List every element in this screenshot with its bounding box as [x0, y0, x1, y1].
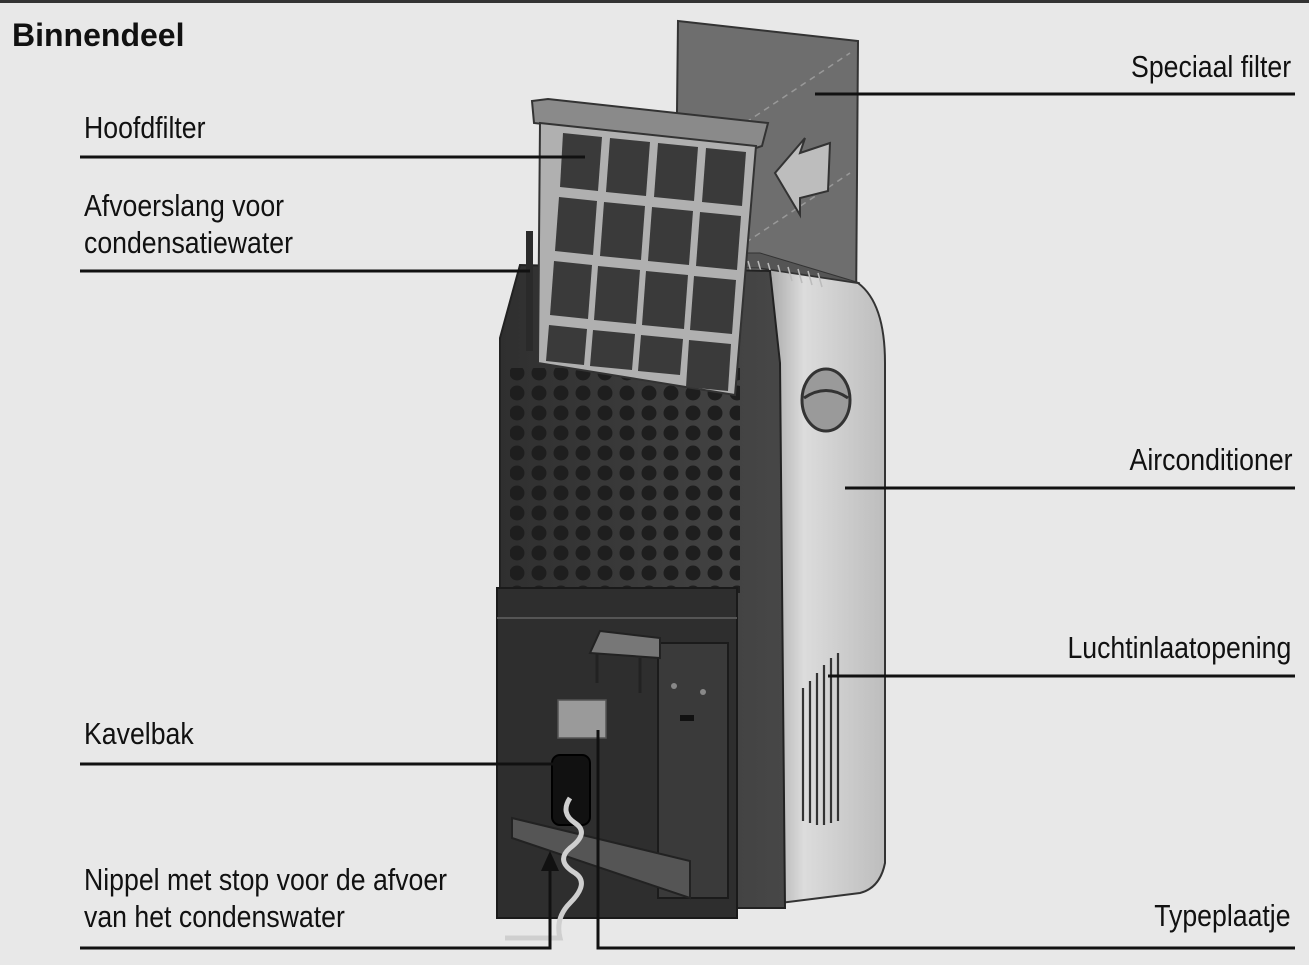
label-air-inlet: Luchtinlaatopening	[1067, 630, 1291, 665]
side-handle-recess	[800, 367, 852, 433]
drain-outlet	[551, 754, 591, 826]
air-outlet-grille	[510, 368, 740, 593]
label-type-plate: Typeplaatje	[1154, 898, 1291, 933]
label-nipple: Nippel met stop voor de afvoer van het c…	[84, 861, 447, 935]
air-inlet-grille	[801, 653, 840, 825]
tray-handle	[588, 629, 661, 660]
main-filter	[530, 97, 770, 397]
label-drain-hose: Afvoerslang voor condensatiewater	[84, 187, 293, 261]
label-nipple-line1: Nippel met stop voor de afvoer	[84, 862, 448, 897]
unit-side-panel	[758, 266, 886, 905]
arrow-up-icon	[541, 851, 559, 871]
label-tray: Kavelbak	[84, 716, 194, 751]
label-drain-hose-line2: condensatiewater	[84, 225, 293, 260]
leader-lines	[80, 92, 1295, 950]
diagram-title: Binnendeel	[12, 17, 185, 53]
label-nipple-line2: van het condenswater	[84, 899, 345, 934]
air-conditioner-illustration	[80, 19, 1295, 950]
condensate-drain-hose	[526, 231, 533, 351]
insert-arrow-icon	[773, 137, 832, 219]
label-air-conditioner: Airconditioner	[1129, 442, 1293, 477]
unit-lower-section	[496, 587, 738, 941]
label-special-filter: Speciaal filter	[1130, 49, 1291, 84]
leader-type-plate	[596, 730, 1295, 950]
leader-nipple	[80, 868, 552, 950]
drain-hose	[505, 796, 584, 941]
label-main-filter: Hoofdfilter	[84, 110, 206, 145]
label-drain-hose-line1: Afvoerslang voor	[84, 188, 285, 223]
